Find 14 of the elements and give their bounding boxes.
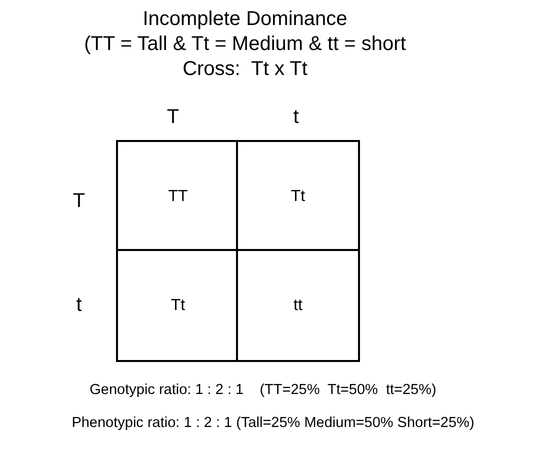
genotype-text: TT bbox=[168, 188, 188, 206]
allele-label: T bbox=[72, 190, 86, 213]
ratio-text: Genotypic ratio: 1 : 2 : 1 (TT=25% Tt=50% tt=25%) bbox=[88, 382, 438, 399]
allele-label: T bbox=[166, 106, 180, 129]
allele-label: t bbox=[75, 294, 83, 317]
subtitle: Cross: Tt x Tt bbox=[182, 58, 308, 81]
genotype-text: Tt bbox=[170, 296, 186, 314]
subtitle: (TT = Tall & Tt = Medium & tt = short bbox=[83, 33, 407, 56]
ratio-text: Phenotypic ratio: 1 : 2 : 1 (Tall=25% Medium=50% Short=25%) bbox=[70, 415, 476, 432]
allele-label: t bbox=[292, 106, 300, 129]
genotype-text: Tt bbox=[290, 188, 306, 206]
title: Incomplete Dominance bbox=[142, 8, 348, 31]
genotype-text: tt bbox=[294, 296, 302, 314]
punnett-cell bbox=[236, 249, 360, 362]
